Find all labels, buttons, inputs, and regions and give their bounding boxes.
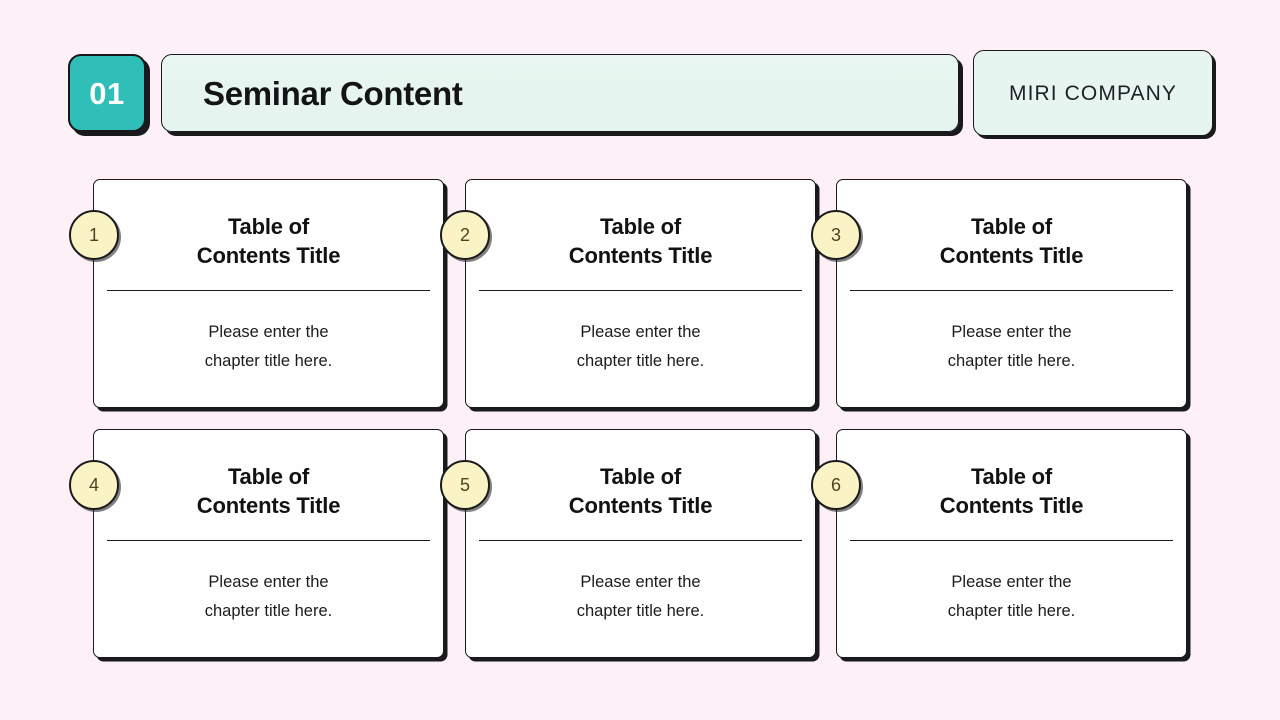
toc-card-number-badge: 4 (69, 460, 119, 510)
toc-card[interactable]: Table of Contents Title Please enter the… (93, 179, 444, 408)
toc-card-number-label: 4 (88, 475, 99, 495)
toc-card-title: Table of Contents Title (939, 464, 1084, 518)
toc-card-number-badge: 2 (440, 210, 490, 260)
toc-card-number-label: 3 (830, 225, 841, 245)
toc-card-number-label: 1 (88, 225, 99, 245)
toc-card-grid: Table of Contents Title Please enter the… (69, 179, 1187, 659)
toc-card-body: Please enter the chapter title here. (576, 573, 705, 620)
slide-header: 01 Seminar Content MIRI COMPANY (0, 0, 1280, 150)
toc-card-body: Please enter the chapter title here. (204, 323, 333, 370)
company-name-label: MIRI COMPANY (1009, 81, 1177, 105)
toc-card-title: Table of Contents Title (568, 214, 713, 268)
company-name-box: MIRI COMPANY (973, 50, 1213, 136)
toc-card-title: Table of Contents Title (196, 214, 341, 268)
toc-card[interactable]: Table of Contents Title Please enter the… (836, 429, 1187, 658)
toc-card-divider (850, 540, 1173, 541)
section-number-badge: 01 (68, 54, 146, 132)
toc-card-title: Table of Contents Title (939, 214, 1084, 268)
toc-card[interactable]: Table of Contents Title Please enter the… (465, 429, 816, 658)
toc-card-divider (107, 290, 430, 291)
toc-card-number-badge: 3 (811, 210, 861, 260)
toc-card[interactable]: Table of Contents Title Please enter the… (93, 429, 444, 658)
toc-card-number-label: 6 (830, 475, 841, 495)
toc-card-number-badge: 6 (811, 460, 861, 510)
toc-card-body: Please enter the chapter title here. (576, 323, 705, 370)
toc-card-body: Please enter the chapter title here. (204, 573, 333, 620)
toc-card-title: Table of Contents Title (568, 464, 713, 518)
toc-card-body: Please enter the chapter title here. (947, 323, 1076, 370)
toc-card-divider (479, 540, 802, 541)
page-title: Seminar Content (203, 74, 463, 112)
toc-card-number-label: 5 (459, 475, 470, 495)
toc-card-divider (479, 290, 802, 291)
toc-card-body: Please enter the chapter title here. (947, 573, 1076, 620)
section-number-label: 01 (89, 75, 125, 111)
toc-card[interactable]: Table of Contents Title Please enter the… (465, 179, 816, 408)
toc-card-number-badge: 5 (440, 460, 490, 510)
toc-card[interactable]: Table of Contents Title Please enter the… (836, 179, 1187, 408)
toc-card-divider (850, 290, 1173, 291)
toc-card-number-label: 2 (459, 225, 470, 245)
slide-title-bar: Seminar Content (161, 54, 959, 132)
toc-card-number-badge: 1 (69, 210, 119, 260)
toc-card-title: Table of Contents Title (196, 464, 341, 518)
toc-card-divider (107, 540, 430, 541)
